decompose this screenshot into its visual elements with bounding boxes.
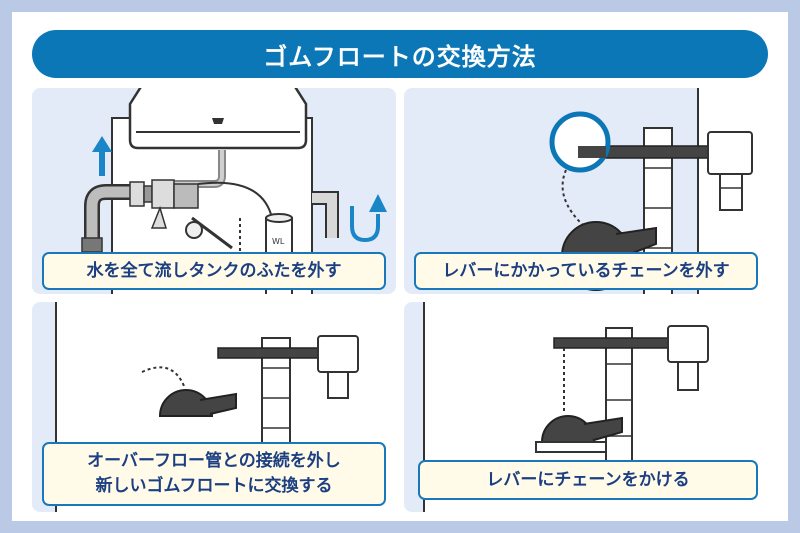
highlight-circle [549, 111, 611, 173]
lever-handle [707, 131, 753, 175]
page-title: ゴムフロートの交換方法 [263, 42, 537, 71]
loose-chain [141, 366, 185, 387]
lift-up-arrow [92, 136, 112, 176]
step-2-caption: レバーにかかっているチェーンを外す [414, 252, 758, 290]
step-1-caption: 水を全て流しタンクのふたを外す [42, 252, 386, 290]
lever-handle [667, 325, 709, 363]
flush-lever [217, 347, 329, 359]
step-3-panel: オーバーフロー管との接続を外し新しいゴムフロートに交換する [32, 302, 396, 512]
water-level-mark: WL [272, 237, 285, 246]
title-bar: ゴムフロートの交換方法 [32, 30, 768, 78]
step-1-panel: WL 水を全て流しタンクのふたを外す [32, 88, 396, 294]
step-2-panel: レバーにかかっているチェーンを外す [404, 88, 768, 294]
diagram-frame: ゴムフロートの交換方法 [12, 12, 788, 521]
detached-chain [561, 169, 585, 227]
supply-pipe [86, 186, 132, 248]
step-4-caption: レバーにチェーンをかける [418, 460, 758, 500]
flush-valve-seat [535, 441, 607, 453]
curved-arrow-icon [350, 206, 380, 243]
step-4-panel: レバーにチェーンをかける [404, 302, 768, 512]
supply-valve [129, 181, 145, 207]
lever-handle [317, 335, 359, 373]
flush-lever [553, 337, 677, 349]
step-3-caption: オーバーフロー管との接続を外し新しいゴムフロートに交換する [42, 442, 386, 506]
